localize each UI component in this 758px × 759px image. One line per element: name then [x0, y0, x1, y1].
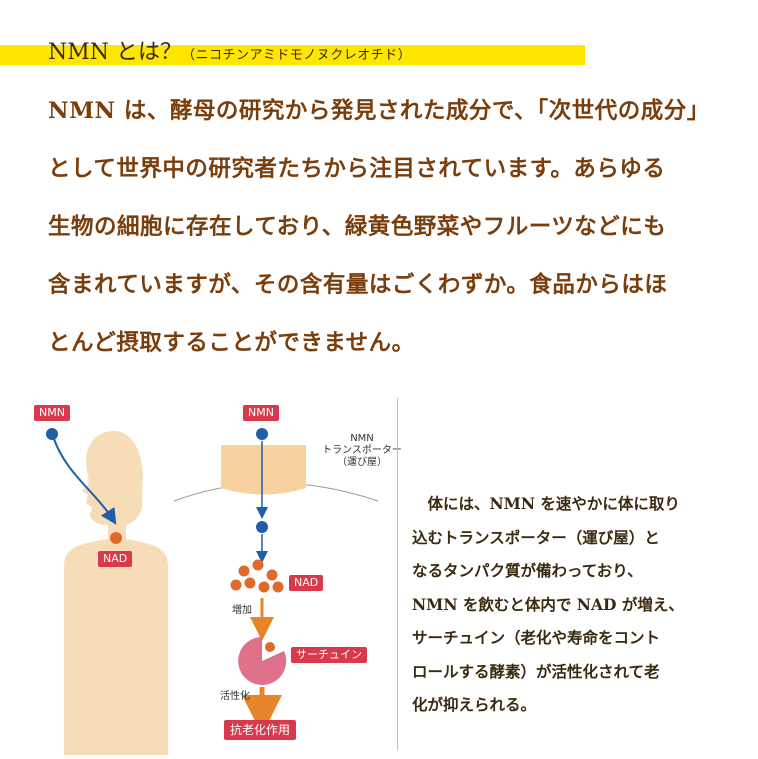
section-heading: NMN とは？（ニコチンアミドモノヌクレオチド） — [48, 38, 411, 68]
side-line: 体には、NMN を速やかに体に取り — [412, 494, 680, 513]
side-line: サーチュイン（老化や寿命をコント — [412, 628, 661, 647]
sirtuin-nad-dot — [265, 642, 275, 652]
transporter-protein — [221, 445, 306, 495]
nmn-diagram: NMN NAD NMN NMN トランスポーター （運び屋） NAD 増加 サー… — [26, 393, 402, 755]
diagram-graphics — [46, 428, 379, 755]
side-line: 化が抑えられる。 — [412, 695, 537, 714]
intro-line: NMN は、酵母の研究から発見された成分で、「次世代の成分」 — [48, 98, 710, 124]
side-line: なるタンパク質が備わっており、 — [412, 561, 643, 580]
sirtuin-shape — [238, 637, 287, 685]
left-nad-tag: NAD — [98, 551, 133, 567]
side-paragraph: 体には、NMN を速やかに体に取り 込むトランスポーター（運び屋）と なるタンパ… — [412, 487, 742, 722]
intro-line: として世界中の研究者たちから注目されています。あらゆる — [48, 156, 666, 182]
increase-label: 増加 — [232, 605, 252, 616]
left-nmn-tag: NMN — [34, 405, 70, 421]
nad-cluster — [230, 559, 284, 593]
intro-line: 含まれていますが、その含有量はごくわずか。食品からはほ — [48, 272, 668, 298]
side-line: NMN を飲むと体内で NAD が増え、 — [412, 594, 684, 614]
sirtuin-tag: サーチュイン — [291, 647, 367, 663]
left-nmn-dot — [46, 428, 58, 440]
right-nmn-dot-inside — [256, 521, 268, 533]
anti-aging-tag: 抗老化作用 — [224, 720, 297, 740]
intro-line: 生物の細胞に存在しており、緑黄色野菜やフルーツなどにも — [48, 214, 667, 240]
left-nad-dot — [110, 532, 122, 544]
left-ingest-arrow — [53, 438, 117, 525]
intro-paragraph: NMN は、酵母の研究から発見された成分で、「次世代の成分」 として世界中の研究… — [48, 82, 738, 372]
heading-highlight-bar — [0, 45, 585, 65]
side-line: ロールする酵素）が活性化されて老 — [412, 661, 660, 681]
right-nmn-tag: NMN — [243, 405, 279, 421]
heading-title: NMN とは？ — [48, 40, 183, 65]
transporter-label: NMN トランスポーター （運び屋） — [322, 433, 402, 468]
heading-reading: （ニコチンアミドモノヌクレオチド） — [182, 48, 412, 63]
side-line: 込むトランスポーター（運び屋）と — [412, 527, 660, 547]
intro-line: とんど摂取することができません。 — [48, 330, 415, 356]
human-silhouette — [64, 431, 168, 755]
right-nad-tag: NAD — [289, 575, 324, 591]
vertical-divider — [397, 398, 398, 750]
activation-label: 活性化 — [220, 691, 250, 702]
right-nmn-dot-outside — [256, 428, 268, 440]
